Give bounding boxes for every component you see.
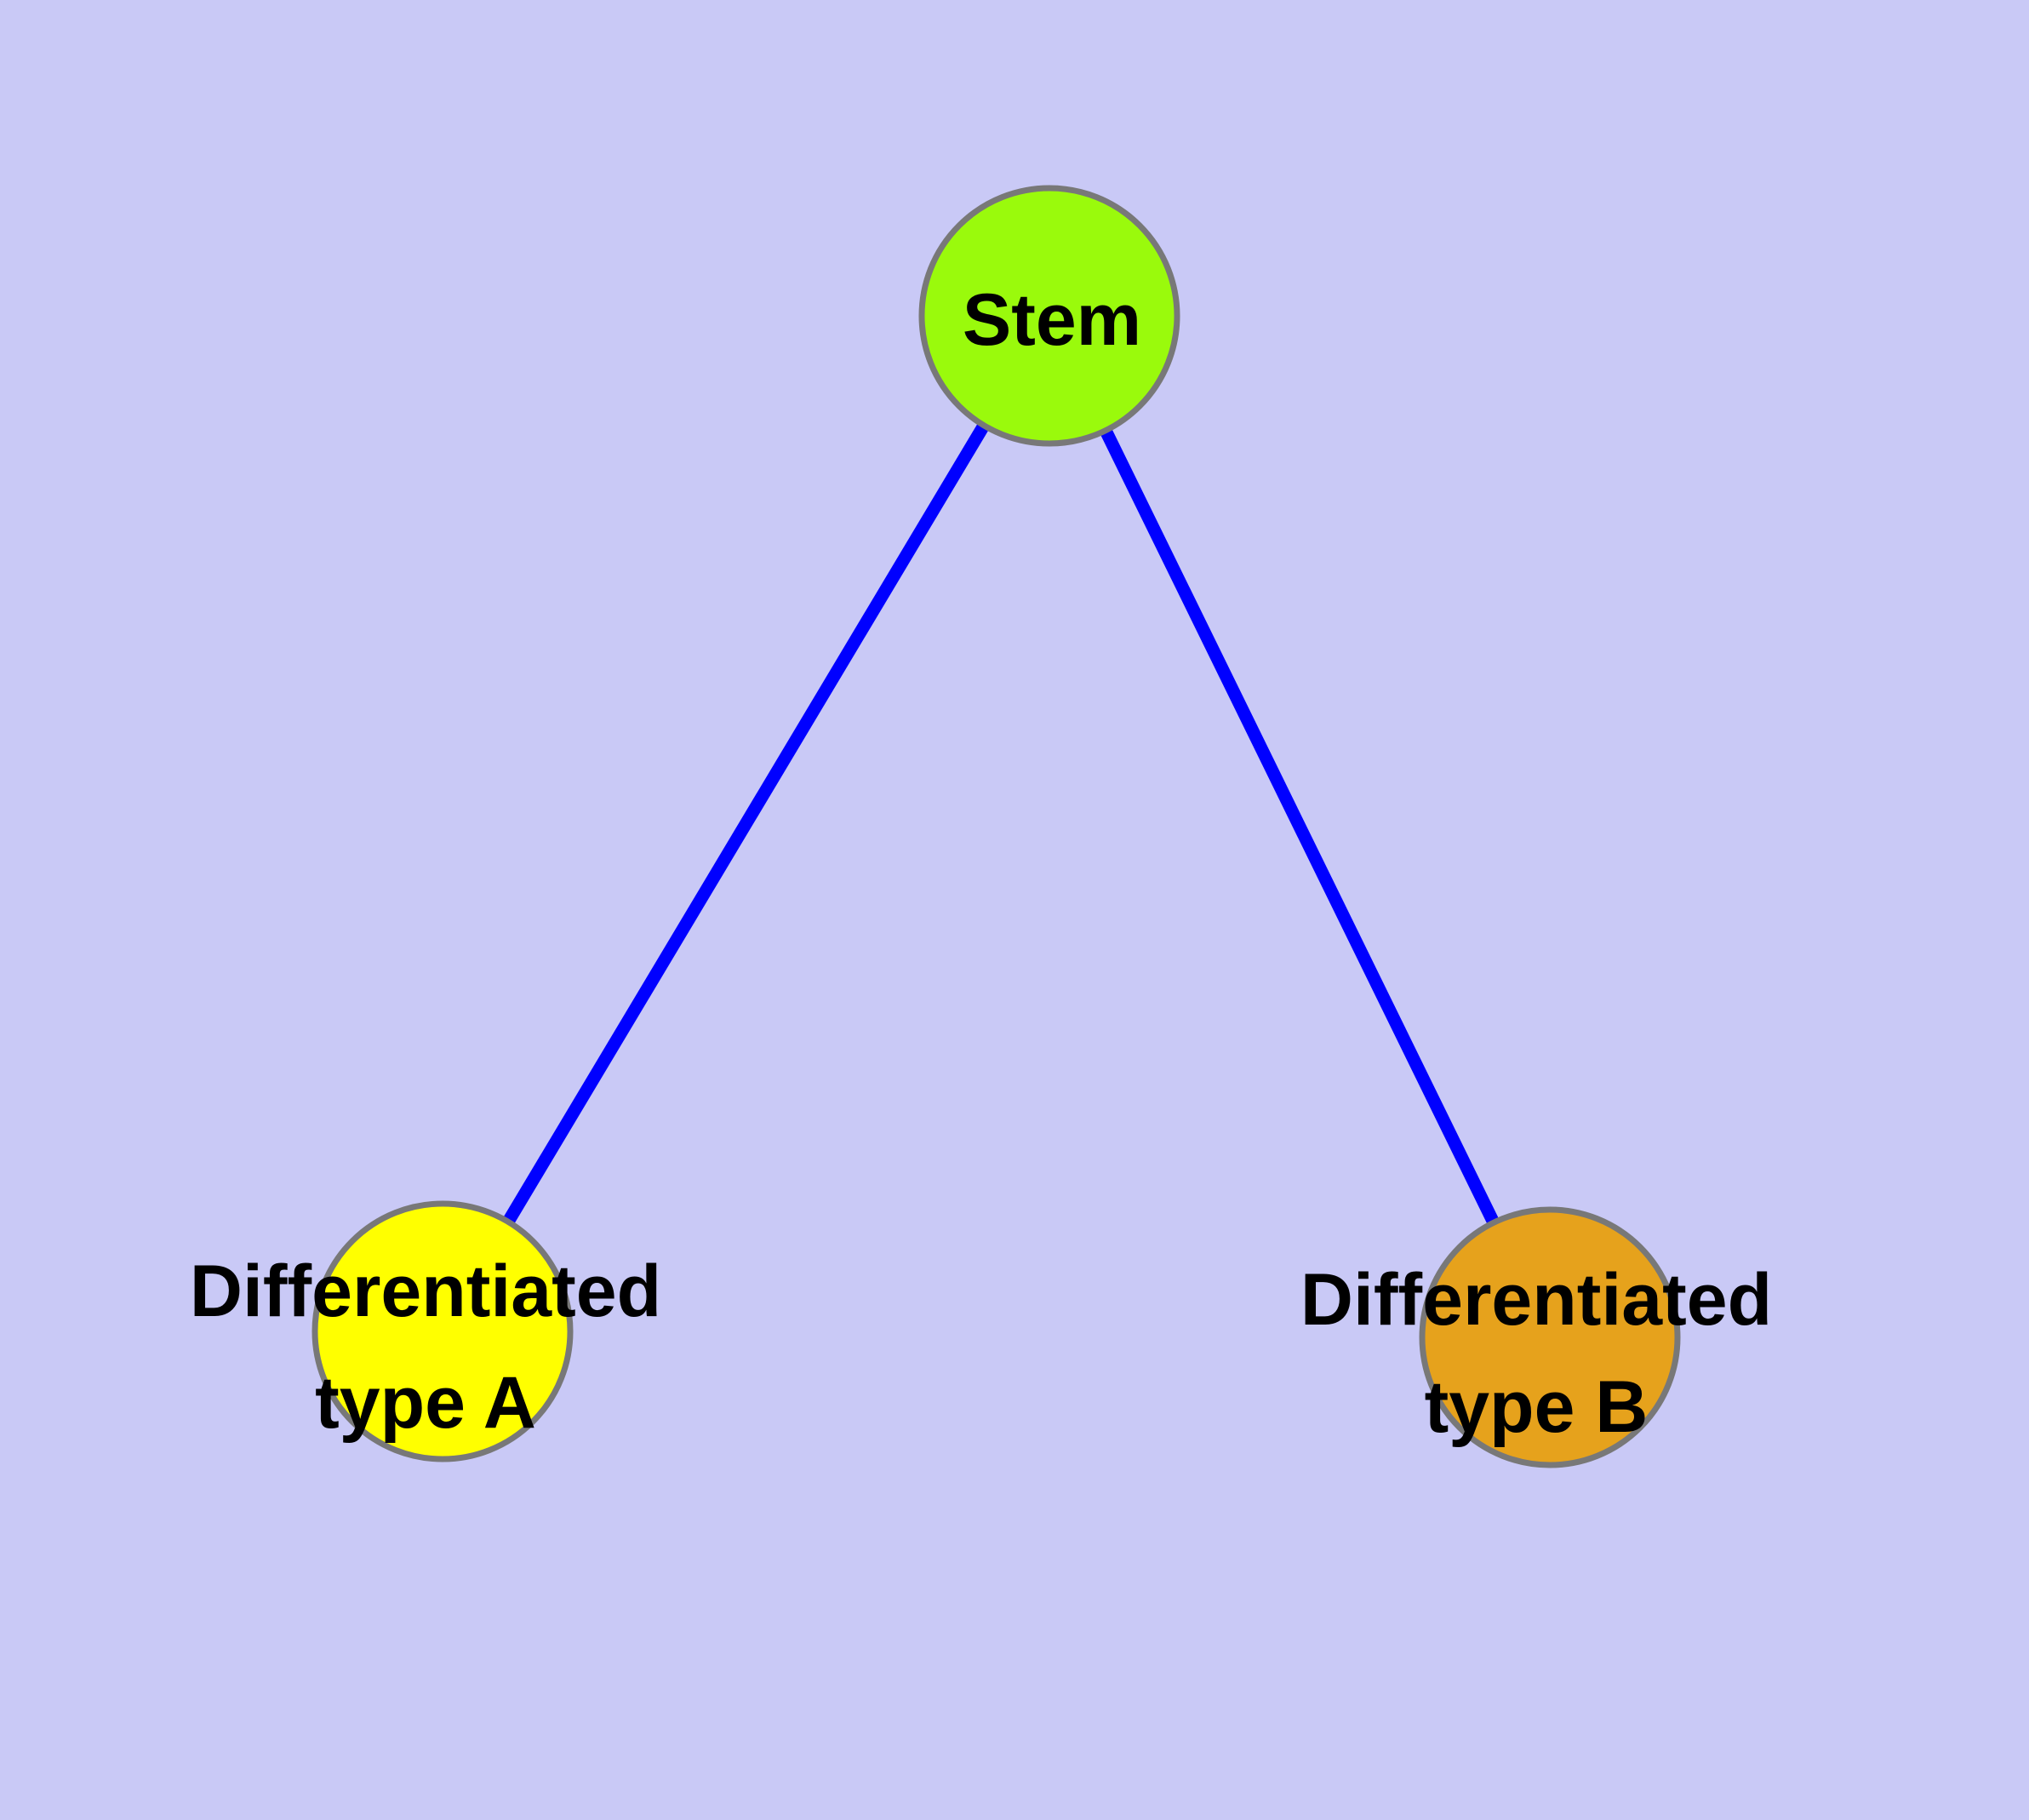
node-type-b-label-line2: type B	[1425, 1366, 1649, 1448]
node-type-b-label-line1: Differentiated	[1300, 1259, 1772, 1341]
edge-stem-to-type-a	[437, 312, 1055, 1335]
node-type-a	[311, 1200, 574, 1462]
edge-stem-to-type-b	[1043, 312, 1556, 1341]
node-type-a-label-line1: Differentiated	[190, 1251, 661, 1332]
node-type-b	[1419, 1206, 1681, 1468]
node-type-a-label-line2: type A	[315, 1362, 536, 1444]
node-stem	[918, 185, 1180, 447]
node-stem-label: Stem	[963, 279, 1141, 361]
